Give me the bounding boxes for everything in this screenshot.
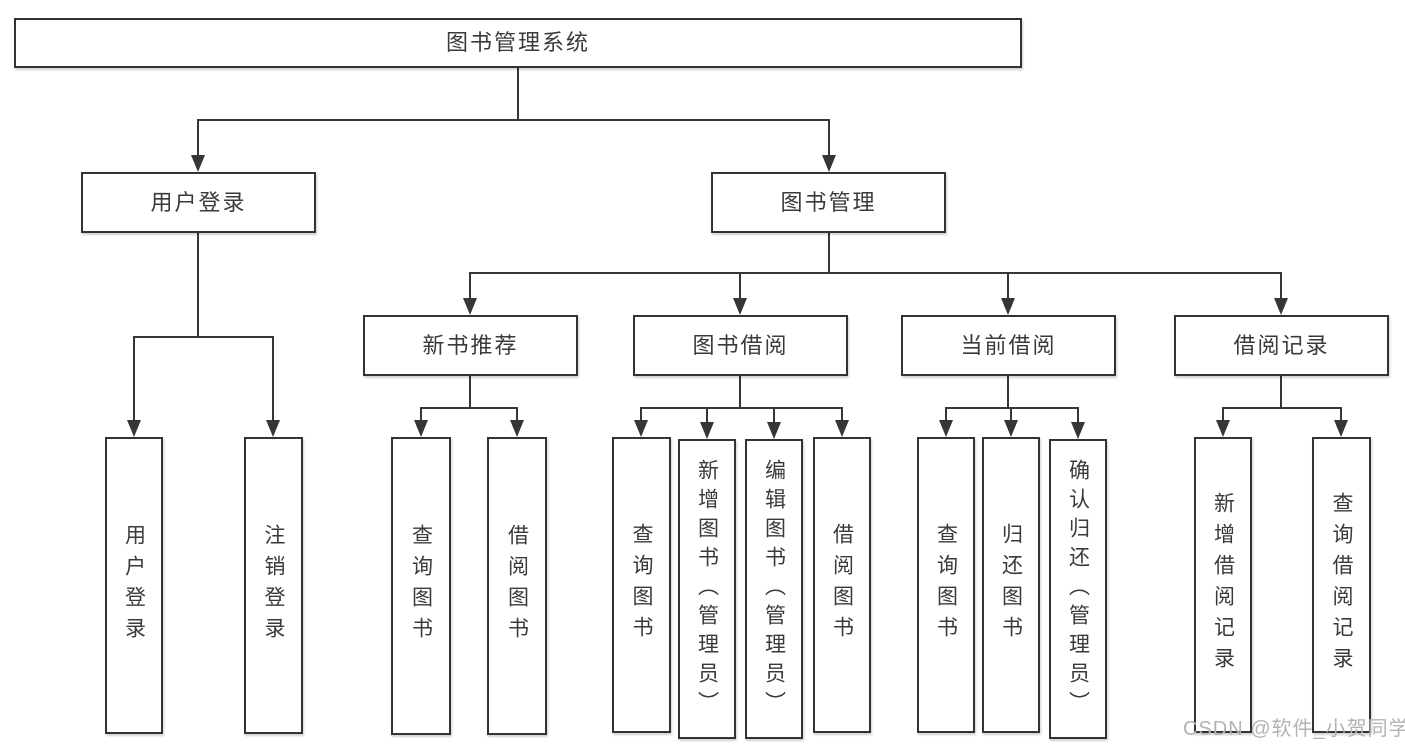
node-user-login-label: 用户登录 bbox=[150, 189, 247, 215]
node-borrow-query-books-label: 查询图书 bbox=[630, 523, 653, 647]
node-current-borrowing: 当前借阅 bbox=[901, 315, 1116, 376]
node-records-query-record-label: 查询借阅记录 bbox=[1330, 492, 1353, 678]
node-recommend-query-books: 查询图书 bbox=[391, 437, 451, 735]
node-book-borrowing-label: 图书借阅 bbox=[692, 332, 789, 358]
node-borrow-add-books-admin-label: 新增图书（管理员） bbox=[695, 458, 719, 720]
node-records-query-record: 查询借阅记录 bbox=[1312, 437, 1371, 733]
node-records-add-record: 新增借阅记录 bbox=[1194, 437, 1252, 733]
node-borrow-edit-books-admin: 编辑图书（管理员） bbox=[745, 439, 803, 739]
node-borrow-add-books-admin: 新增图书（管理员） bbox=[678, 439, 736, 739]
node-current-query-books-label: 查询图书 bbox=[934, 523, 958, 647]
node-borrowing-records: 借阅记录 bbox=[1174, 315, 1389, 376]
node-current-confirm-return-admin: 确认归还（管理员） bbox=[1049, 439, 1107, 739]
node-book-borrowing: 图书借阅 bbox=[633, 315, 848, 376]
node-book-management-label: 图书管理 bbox=[780, 189, 877, 215]
node-records-add-record-label: 新增借阅记录 bbox=[1211, 492, 1235, 678]
node-logout: 注销登录 bbox=[244, 437, 303, 734]
node-borrow-query-books: 查询图书 bbox=[612, 437, 671, 733]
node-borrow-borrow-books: 借阅图书 bbox=[813, 437, 871, 733]
node-current-confirm-return-admin-label: 确认归还（管理员） bbox=[1066, 458, 1090, 720]
node-new-book-recommendation-label: 新书推荐 bbox=[422, 332, 519, 358]
node-new-book-recommendation: 新书推荐 bbox=[363, 315, 578, 376]
node-borrow-borrow-books-label: 借阅图书 bbox=[830, 523, 854, 647]
node-recommend-borrow-books: 借阅图书 bbox=[487, 437, 547, 735]
node-logout-label: 注销登录 bbox=[262, 523, 285, 648]
node-borrow-edit-books-admin-label: 编辑图书（管理员） bbox=[762, 458, 786, 720]
node-current-borrowing-label: 当前借阅 bbox=[960, 332, 1057, 358]
node-user-login-leaf-label: 用户登录 bbox=[122, 523, 146, 648]
node-current-return-books-label: 归还图书 bbox=[999, 523, 1023, 647]
node-recommend-query-books-label: 查询图书 bbox=[409, 524, 433, 648]
node-borrowing-records-label: 借阅记录 bbox=[1233, 332, 1330, 358]
node-root-label: 图书管理系统 bbox=[445, 30, 590, 55]
node-current-query-books: 查询图书 bbox=[917, 437, 975, 733]
node-user-login-leaf: 用户登录 bbox=[105, 437, 163, 734]
node-book-management: 图书管理 bbox=[711, 172, 946, 233]
node-user-login: 用户登录 bbox=[81, 172, 316, 233]
csdn-watermark: CSDN @软件_小贺同学 bbox=[1183, 718, 1405, 740]
node-recommend-borrow-books-label: 借阅图书 bbox=[505, 524, 529, 648]
node-root-system: 图书管理系统 bbox=[14, 18, 1022, 68]
node-current-return-books: 归还图书 bbox=[982, 437, 1040, 733]
